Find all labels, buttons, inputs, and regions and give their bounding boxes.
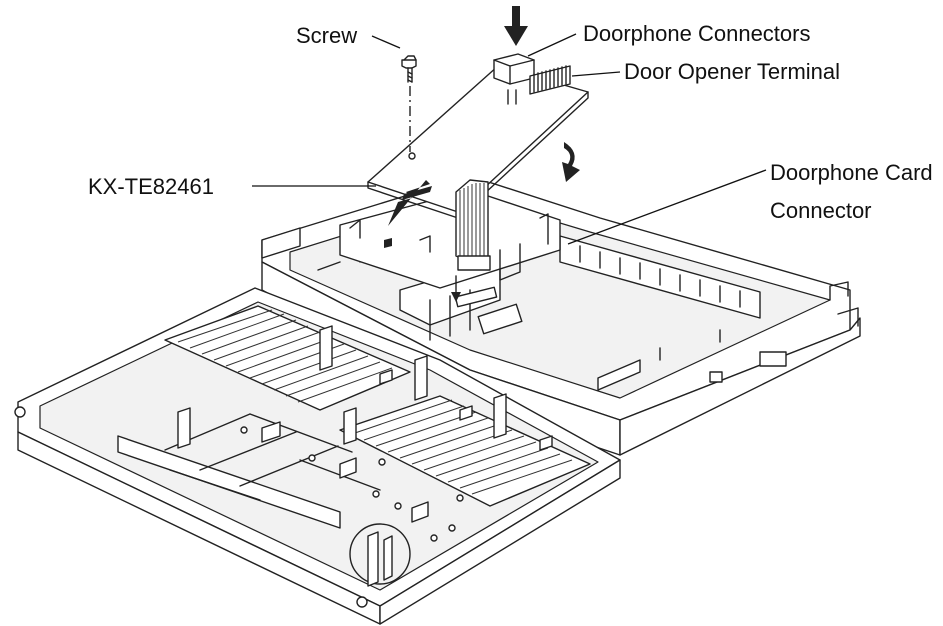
- slide-arrow-card: [388, 180, 432, 226]
- leader-lines: [252, 33, 767, 245]
- ribbon-cable: [454, 179, 498, 308]
- label-card-connector-line1: Doorphone Card: [770, 160, 933, 185]
- detail-circle: [349, 523, 411, 585]
- label-screw: Screw: [296, 23, 357, 48]
- insert-arrow-right: [562, 142, 580, 182]
- label-card-model: KX-TE82461: [88, 174, 214, 199]
- insert-arrow-small: [451, 275, 461, 302]
- base-tray: [14, 287, 621, 625]
- vent-slots-upper: [164, 305, 411, 411]
- connector-row: [579, 245, 741, 308]
- label-door-opener-terminal: Door Opener Terminal: [624, 59, 840, 84]
- label-card-connector-line2: Connector: [770, 198, 872, 223]
- doorphone-card: [367, 53, 589, 219]
- card-screw-hole: [408, 152, 416, 160]
- vent-slots-lower: [339, 395, 591, 507]
- label-doorphone-connectors: Doorphone Connectors: [583, 21, 810, 46]
- door-opener-terminal-block: [529, 65, 571, 95]
- screw-icon: [401, 55, 417, 152]
- insert-arrow-connector: [504, 6, 528, 46]
